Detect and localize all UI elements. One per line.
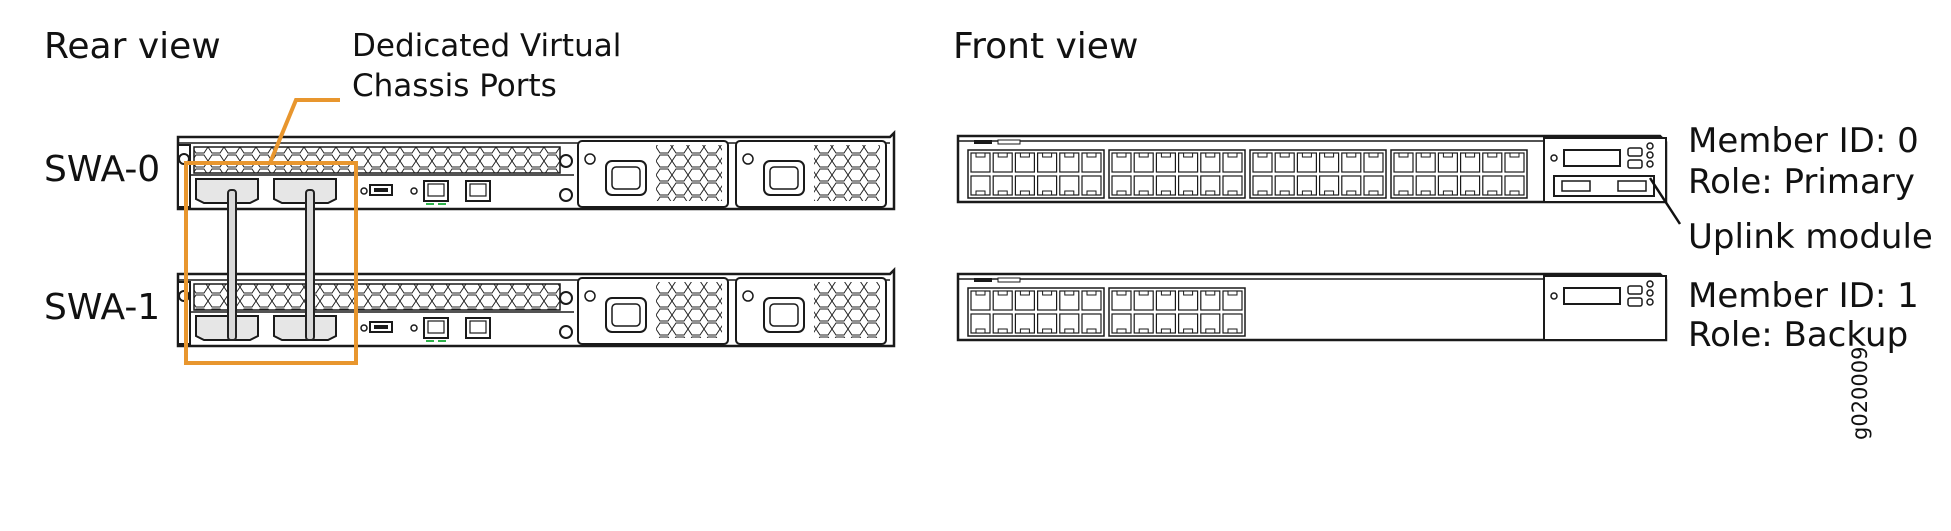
vc-port-1 [273,178,337,204]
led-icon [1550,292,1558,300]
menu-button-icon [1627,285,1643,295]
screw-icon [742,153,754,165]
lcd-display [1563,149,1621,167]
power-supply-1 [735,277,887,345]
port-group-3 [1390,149,1528,199]
vc-cable-right [305,189,315,341]
front-view-title: Front view [953,26,1139,67]
fan-grille [814,145,880,201]
front-chassis-0 [956,134,1668,204]
screw-icon [584,290,596,302]
sfp-port [1617,180,1647,192]
callout-leader-line [268,98,340,164]
led-icon [1646,280,1654,288]
mgmt-port-icon [423,180,449,202]
led-icon [360,324,368,332]
led-icon [1646,289,1654,297]
power-supply-0 [577,277,729,345]
callout-label-line2: Chassis Ports [352,68,557,104]
led-icon [410,187,418,195]
brand-logo [974,140,992,144]
callout-label-line1: Dedicated Virtual [352,28,622,64]
uplink-module [1553,175,1655,197]
screw-icon [584,153,596,165]
sfp-port [1561,180,1591,192]
screw-icon [742,290,754,302]
power-supply-1 [735,140,887,208]
member-id-swa1: Member ID: 1 [1688,276,1919,316]
enter-button-icon [1627,297,1643,307]
power-supply-0 [577,140,729,208]
screw-icon [559,154,573,168]
screw-icon [559,325,573,339]
rear-chassis-0 [176,129,896,211]
led-icon [1646,142,1654,150]
mgmt-port-icon [423,317,449,339]
port-group-2 [1249,149,1387,199]
uplink-leader-line [1648,177,1682,225]
fan-grille [814,282,880,338]
led-icon [410,324,418,332]
led-icon [1646,298,1654,306]
port-group-0 [967,287,1105,337]
rear-chassis-1 [176,266,896,348]
front-view-chassis-group [956,134,1668,342]
led-icon [360,187,368,195]
role-swa1: Role: Backup [1688,315,1909,355]
led-icon [1646,151,1654,159]
switch-label-swa1: SWA-1 [44,287,161,328]
port-group-1 [1108,287,1246,337]
switch-label-swa0: SWA-0 [44,149,161,190]
fan-grille [656,145,722,201]
console-port-icon [465,180,491,202]
led-icon [1646,160,1654,168]
port-group-0 [967,149,1105,199]
front-chassis-1 [956,272,1668,342]
menu-button-icon [1627,147,1643,157]
screw-icon [559,188,573,202]
rear-view-title: Rear view [44,26,221,67]
led-icon [1550,154,1558,162]
uplink-module-label: Uplink module [1688,217,1933,257]
lcd-display [1563,287,1621,305]
screw-icon [559,291,573,305]
port-group-1 [1108,149,1246,199]
enter-button-icon [1627,159,1643,169]
member-id-swa0: Member ID: 0 [1688,121,1919,161]
vc-cable-left [227,189,237,341]
brand-logo [974,278,992,282]
vent-grille [193,283,561,311]
role-swa0: Role: Primary [1688,162,1915,202]
vent-grille [193,146,561,174]
vc-ports-highlight-box [184,161,358,365]
vc-port-0 [195,178,259,204]
console-port-icon [465,317,491,339]
fan-grille [656,282,722,338]
status-panel [1543,275,1667,341]
